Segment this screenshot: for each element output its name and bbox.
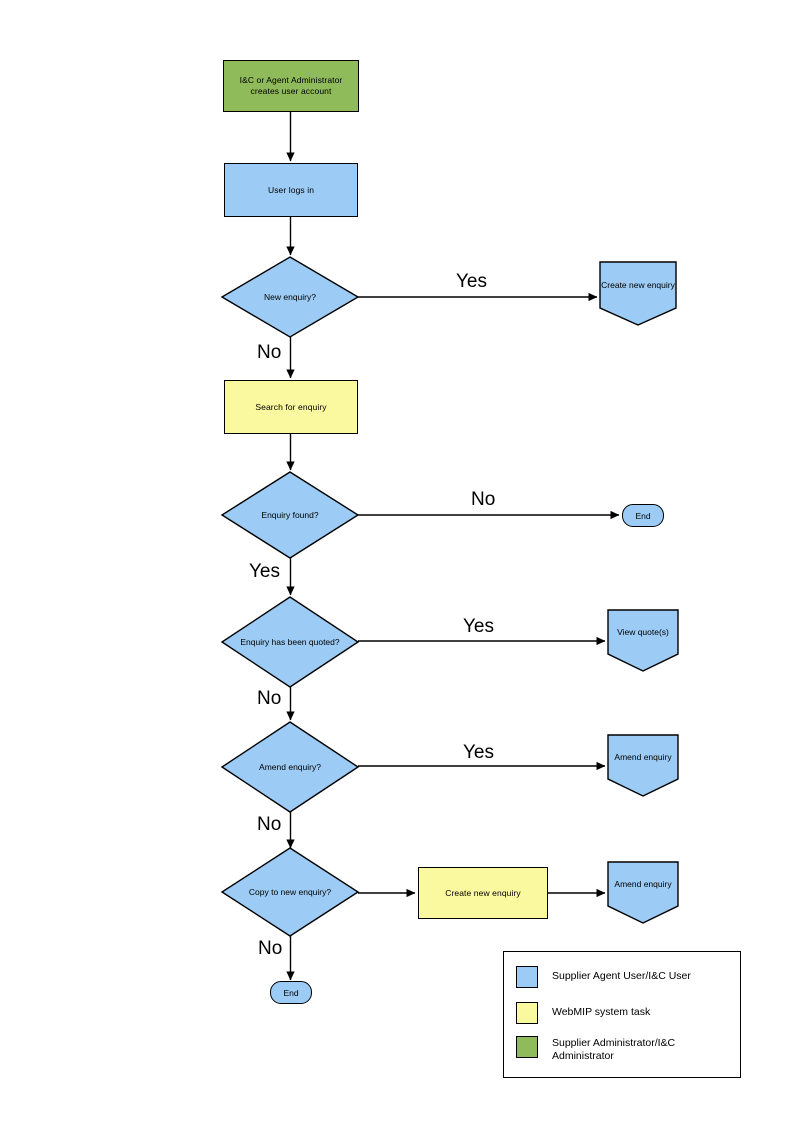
node-create-new-enquiry-top[interactable]: Create new enquiry xyxy=(599,261,677,326)
edge-label-quoted-yes: Yes xyxy=(463,616,494,637)
legend: Supplier Agent User/I&C User WebMIP syst… xyxy=(503,951,741,1078)
node-user-logs-in[interactable]: User logs in xyxy=(224,163,358,217)
node-end-bottom[interactable]: End xyxy=(270,981,312,1004)
node-end-top[interactable]: End xyxy=(622,504,664,527)
node-amend-enquiry-decision[interactable]: Amend enquiry? xyxy=(220,721,360,813)
legend-item-webmip-system-task: WebMIP system task xyxy=(516,1002,650,1024)
node-enquiry-found-decision[interactable]: Enquiry found? xyxy=(220,471,360,559)
node-amend-enquiry-bottom[interactable]: Amend enquiry xyxy=(607,861,679,924)
edge-label-copy-no: No xyxy=(258,938,283,959)
node-search-for-enquiry[interactable]: Search for enquiry xyxy=(224,380,358,434)
legend-swatch-green xyxy=(516,1036,538,1058)
node-label: Create new enquiry xyxy=(445,887,521,898)
legend-label: Supplier Administrator/I&C Administrator xyxy=(552,1037,676,1062)
node-label: User logs in xyxy=(267,184,315,195)
edge-label-quoted-no: No xyxy=(257,688,282,709)
legend-item-supplier-agent-user: Supplier Agent User/I&C User xyxy=(516,966,691,988)
node-admin-creates-account[interactable]: I&C or Agent Administrator creates user … xyxy=(223,60,359,112)
node-label: Search for enquiry xyxy=(255,401,327,412)
edge-label-enquiry-found-no: No xyxy=(471,489,496,510)
node-label: End xyxy=(635,510,651,521)
node-label: I&C or Agent Administrator creates user … xyxy=(239,75,343,96)
node-label: End xyxy=(283,987,299,998)
node-copy-to-new-enquiry-decision[interactable]: Copy to new enquiry? xyxy=(220,847,360,937)
node-amend-enquiry-right[interactable]: Amend enquiry xyxy=(607,734,679,797)
node-create-new-enquiry-bottom[interactable]: Create new enquiry xyxy=(418,867,548,919)
edge-label-new-enquiry-yes: Yes xyxy=(456,271,487,292)
legend-item-supplier-administrator: Supplier Administrator/I&C Administrator xyxy=(516,1036,720,1062)
edge-label-amend-no: No xyxy=(257,814,282,835)
node-new-enquiry-decision[interactable]: New enquiry? xyxy=(220,256,360,338)
legend-label: Supplier Agent User/I&C User xyxy=(552,970,691,982)
legend-swatch-blue xyxy=(516,966,538,988)
node-enquiry-quoted-decision[interactable]: Enquiry has been quoted? xyxy=(220,596,360,688)
node-view-quotes[interactable]: View quote(s) xyxy=(607,609,679,672)
edge-label-amend-yes: Yes xyxy=(463,742,494,763)
edge-label-enquiry-found-yes: Yes xyxy=(249,561,280,582)
legend-label: WebMIP system task xyxy=(552,1006,651,1018)
legend-swatch-yellow xyxy=(516,1002,538,1024)
edge-label-new-enquiry-no: No xyxy=(257,342,282,363)
